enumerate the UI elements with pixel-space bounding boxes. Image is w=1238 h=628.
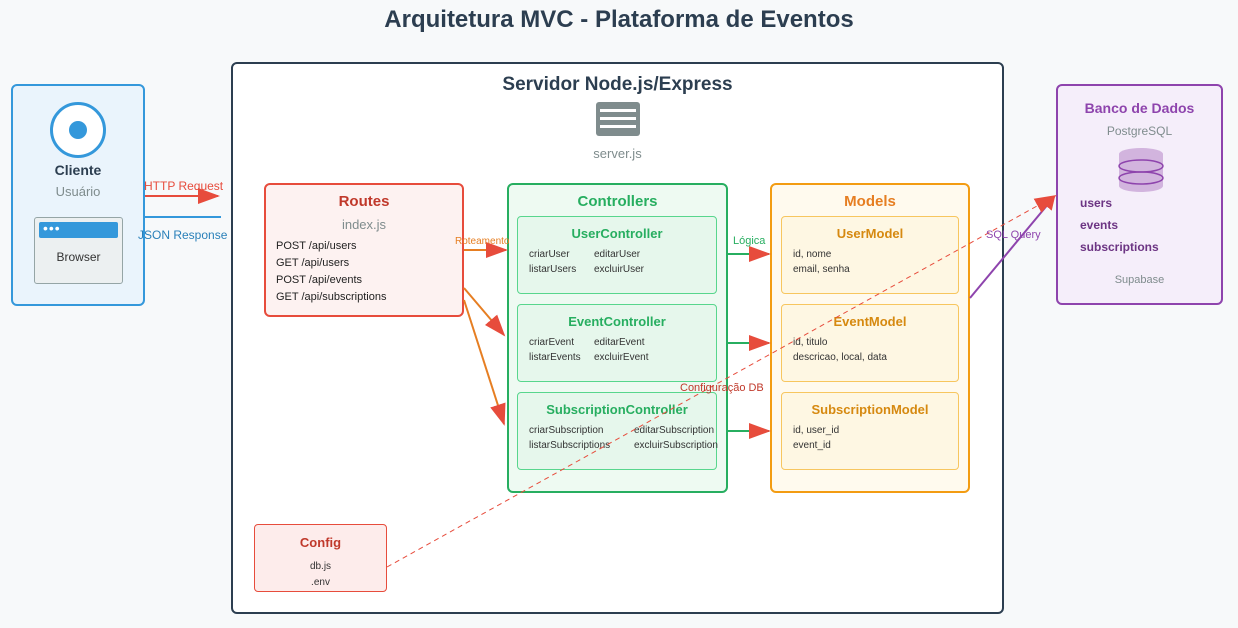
sql-query-label: SQL Query: [986, 229, 1041, 241]
config-title: Config: [299, 535, 342, 550]
method: excluirSubscription: [634, 440, 718, 451]
http-request-label: HTTP Request: [144, 179, 224, 193]
client-subtitle: Usuário: [55, 184, 101, 199]
database-box: Banco de Dados PostgreSQL users events s…: [1056, 84, 1223, 305]
subscription-model: SubscriptionModel id, user_id event_id: [781, 392, 959, 470]
browser-icon: ••• Browser: [34, 217, 123, 284]
routes-list: POST /api/users GET /api/users POST /api…: [276, 238, 456, 306]
method: editarEvent: [594, 337, 645, 348]
routing-arrow: [463, 299, 506, 426]
user-model-title: UserModel: [836, 226, 904, 241]
json-response-label: JSON Response: [138, 228, 228, 242]
subscription-controller: SubscriptionController criarSubscription…: [517, 392, 718, 470]
method: excluirEvent: [594, 352, 649, 363]
models-title: Models: [844, 193, 896, 210]
method: excluirUser: [594, 264, 645, 275]
db-table: users: [1080, 196, 1113, 210]
model-field: id, nome: [793, 249, 832, 260]
database-subtitle: PostgreSQL: [1106, 124, 1173, 138]
model-field: descricao, local, data: [793, 352, 887, 363]
model-field: id, titulo: [793, 337, 828, 348]
diagram-title: Arquitetura MVC - Plataforma de Eventos: [384, 6, 854, 33]
routes-title: Routes: [338, 193, 390, 210]
user-controller: UserController criarUser editarUser list…: [517, 216, 717, 294]
method: criarSubscription: [529, 425, 604, 436]
routes-file: index.js: [341, 217, 387, 232]
server-icon: [596, 102, 640, 136]
controllers-title: Controllers: [577, 193, 658, 210]
method: editarUser: [594, 249, 641, 260]
database-icon: [1118, 148, 1164, 192]
db-config-label: Configuração DB: [680, 382, 764, 394]
server-file: server.js: [593, 146, 642, 161]
route-item: POST /api/events: [276, 274, 363, 286]
subscription-controller-title: SubscriptionController: [546, 402, 688, 417]
event-controller: EventController criarEvent editarEvent l…: [517, 304, 717, 382]
config-file: db.js: [309, 561, 332, 572]
sql-query-arrow: [969, 195, 1056, 299]
db-table: events: [1080, 218, 1119, 232]
event-controller-title: EventController: [568, 314, 666, 329]
client-title: Cliente: [54, 162, 102, 178]
browser-label: Browser: [56, 250, 101, 264]
database-title: Banco de Dados: [1084, 100, 1195, 116]
database-provider: Supabase: [1114, 274, 1165, 286]
server-title: Servidor Node.js/Express: [502, 74, 733, 95]
method: criarUser: [529, 249, 570, 260]
routes-box: Routes index.js POST /api/users GET /api…: [264, 183, 464, 317]
user-model: UserModel id, nome email, senha: [781, 216, 959, 294]
routing-arrow: [463, 287, 506, 337]
method: listarEvents: [529, 352, 581, 363]
subscription-model-title: SubscriptionModel: [811, 402, 929, 417]
config-box: Config db.js .env: [254, 524, 387, 592]
model-field: event_id: [793, 440, 831, 451]
client-box: Cliente Usuário ••• Browser: [11, 84, 145, 306]
db-table: subscriptions: [1080, 240, 1159, 254]
method: criarEvent: [529, 337, 575, 348]
user-controller-title: UserController: [571, 226, 663, 241]
db-config-line: [386, 195, 1057, 568]
route-item: GET /api/subscriptions: [276, 291, 387, 303]
event-model: EventModel id, titulo descricao, local, …: [781, 304, 959, 382]
model-field: email, senha: [793, 264, 850, 275]
routing-label: Roteamento: [455, 236, 510, 247]
model-field: id, user_id: [793, 425, 840, 436]
config-file: .env: [311, 577, 330, 588]
user-icon: [50, 102, 106, 158]
method: listarSubscriptions: [529, 440, 611, 451]
route-item: GET /api/users: [276, 257, 350, 269]
method: editarSubscription: [634, 425, 715, 436]
event-model-title: EventModel: [833, 314, 907, 329]
logic-label: Lógica: [733, 235, 766, 247]
route-item: POST /api/users: [276, 240, 357, 252]
method: listarUsers: [529, 264, 577, 275]
